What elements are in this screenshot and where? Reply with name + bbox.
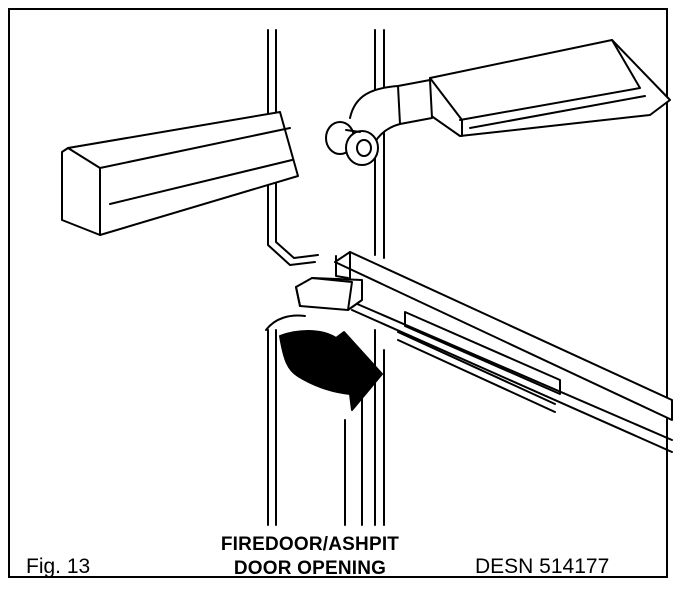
figure-title-line2: DOOR OPENING (233, 558, 387, 579)
figure-title: FIREDOOR/ASHPIT DOOR OPENING (205, 533, 415, 581)
left-door-handle (61, 111, 299, 236)
hinge-pin (325, 121, 379, 166)
figure-label: Fig. 13 (26, 555, 91, 578)
right-door-handle (349, 39, 671, 151)
latch-catch (295, 255, 363, 311)
latch-bar (334, 251, 673, 453)
lower-door-panel (265, 314, 385, 526)
drawing-reference: DESN 514177 (475, 555, 610, 578)
rotation-arrow-icon (279, 330, 383, 411)
figure-title-line1: FIREDOOR/ASHPIT (220, 534, 400, 555)
